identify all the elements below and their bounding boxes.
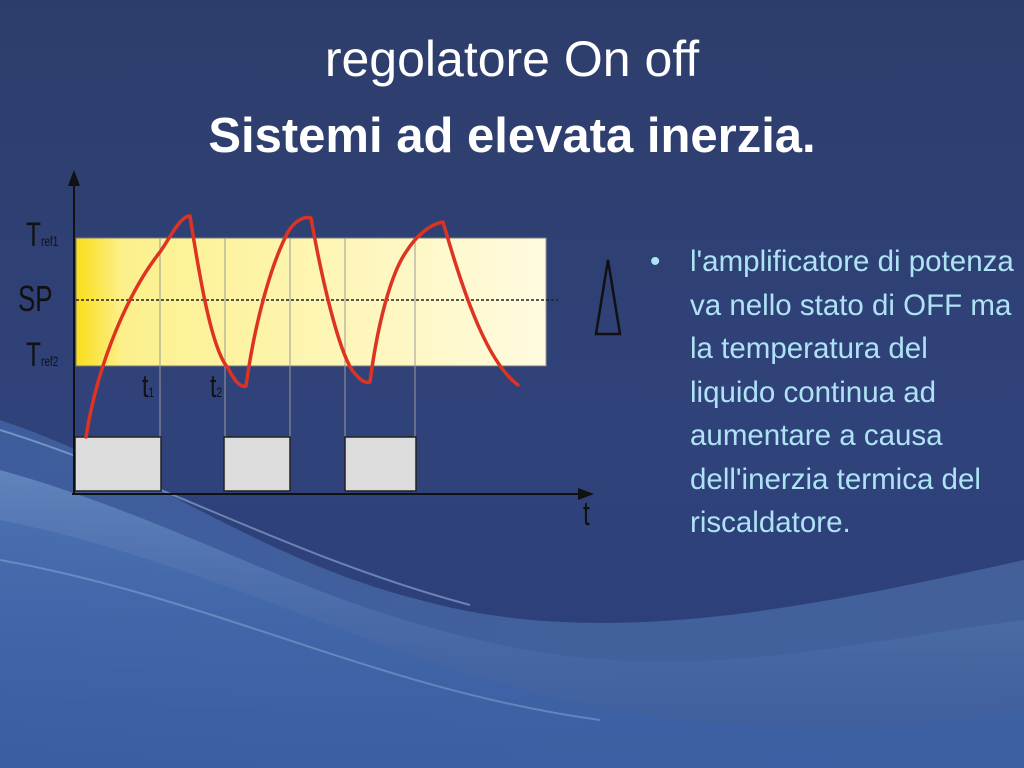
tref2-label: Tref2 [26,336,59,374]
temperature-curve [84,214,520,439]
title-line-2: Sistemi ad elevata inerzia. [208,109,816,163]
title-line-1: regolatore On off [324,31,700,87]
bullet-marker: • [650,245,661,278]
sp-label: SP [18,278,53,319]
on-pulse-3 [344,436,417,492]
on-pulse-1 [74,436,162,492]
time-axis-label: t [583,495,590,533]
t2-label: t2 [210,368,223,404]
bullet-text: l'amplificatore di potenza va nello stat… [690,245,1014,539]
axes [68,170,594,500]
t1-label: t1 [142,368,155,404]
tref1-label: Tref1 [26,216,59,254]
on-pulse-2 [223,436,291,492]
bullet-item: • l'amplificatore di potenza va nello st… [650,240,1020,545]
hysteresis-band [75,237,547,367]
delta-symbol [594,259,622,336]
